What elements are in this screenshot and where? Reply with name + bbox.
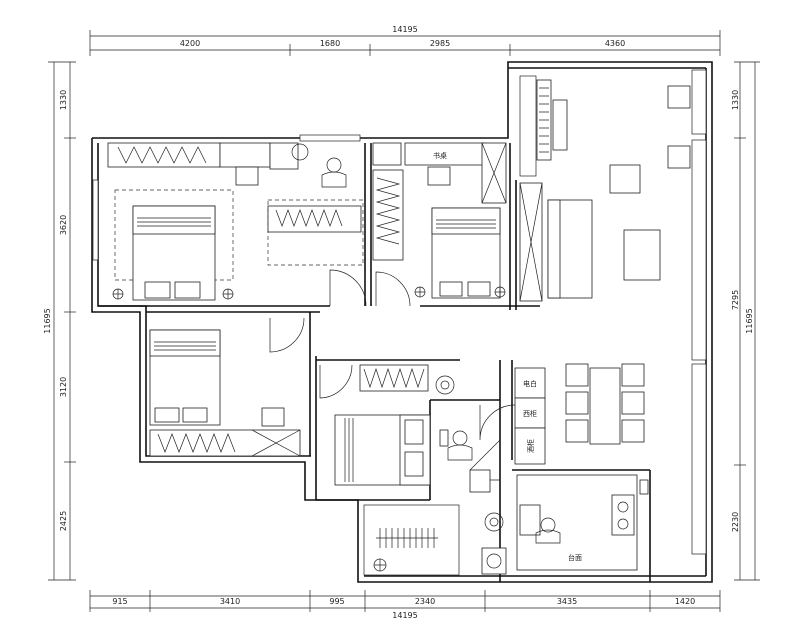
desk-label: 书桌 xyxy=(433,151,447,160)
window-left-living xyxy=(519,75,537,177)
dining-chair xyxy=(565,391,589,415)
left-dimensions: 1330 3620 3120 2425 11695 xyxy=(43,61,76,581)
right-dimension-2: 7295 xyxy=(731,290,740,310)
window-right-bottom xyxy=(691,363,707,555)
top-dimension-2: 1680 xyxy=(320,39,340,48)
cabinet-label-3: 酒柜 xyxy=(526,439,535,453)
dining-chair xyxy=(565,363,589,387)
dining-chair xyxy=(621,419,645,443)
wardrobe-3 xyxy=(149,429,301,457)
chair-icon xyxy=(235,166,259,186)
utility-area xyxy=(469,469,507,575)
sink-icon xyxy=(519,504,541,536)
living-room xyxy=(519,79,691,302)
stove-icon xyxy=(611,494,635,536)
nightstand-lamp-icon xyxy=(414,286,506,298)
kitchen: 电白 西柜 酒柜 台面 xyxy=(514,367,649,571)
bedroom-2: 书桌 xyxy=(372,142,507,299)
balcony xyxy=(373,528,438,572)
bottom-dimensions: 915 3410 995 2340 3435 1420 14195 xyxy=(89,590,721,620)
cabinet-label-2: 西柜 xyxy=(523,409,537,418)
windows xyxy=(92,69,707,555)
right-dimensions: 1330 7295 2230 11695 xyxy=(731,61,760,581)
dining-chair xyxy=(565,419,589,443)
left-dimension-3: 3120 xyxy=(59,377,68,397)
chair-icon xyxy=(667,85,691,109)
dining-area xyxy=(565,363,645,445)
washbasin-icon xyxy=(484,512,504,532)
dining-chair xyxy=(621,363,645,387)
left-dimension-1: 1330 xyxy=(59,90,68,110)
right-dimension-3: 2230 xyxy=(731,512,740,532)
bottom-dimension-3: 995 xyxy=(329,597,344,606)
cabinet-label-1: 电白 xyxy=(523,379,537,388)
counter-label: 台面 xyxy=(568,553,582,562)
person-figure-icon xyxy=(321,157,347,188)
window-right-mid xyxy=(691,139,707,361)
dining-table xyxy=(589,367,621,445)
right-overall-dimension: 11695 xyxy=(745,308,754,333)
bedroom-3 xyxy=(149,329,301,457)
toilet-icon xyxy=(291,143,309,161)
dresser xyxy=(267,205,362,233)
door-bedroom4 xyxy=(319,364,353,399)
door-bedroom1 xyxy=(329,269,367,307)
wardrobe-1 xyxy=(107,142,221,168)
top-dimensions: 14195 4200 1680 2985 4360 xyxy=(89,25,721,56)
chair-icon xyxy=(427,166,451,186)
top-dimension-1: 4200 xyxy=(180,39,200,48)
washing-machine-icon xyxy=(481,547,507,575)
washbasin-icon xyxy=(435,375,455,395)
window-right-top xyxy=(691,69,707,135)
nightstand-lamp-icon xyxy=(112,288,234,300)
top-total-dimension: 14195 xyxy=(392,25,417,34)
door-bedroom2 xyxy=(375,271,411,307)
dining-chair xyxy=(621,391,645,415)
armchair-icon xyxy=(609,164,641,194)
top-dimension-3: 2985 xyxy=(430,39,450,48)
top-dimension-4: 4360 xyxy=(605,39,625,48)
person-figure-icon xyxy=(447,430,473,461)
left-dimension-2: 3620 xyxy=(59,215,68,235)
wardrobe-2 xyxy=(372,169,404,261)
bottom-dimension-6: 1420 xyxy=(675,597,695,606)
door-bedroom3 xyxy=(269,317,305,353)
chair-icon xyxy=(667,145,691,169)
bottom-dimension-1: 915 xyxy=(112,597,127,606)
person-figure-icon xyxy=(535,517,561,544)
bottom-dimension-2: 3410 xyxy=(220,597,240,606)
bottom-total-dimension: 14195 xyxy=(392,611,417,620)
bottom-dimension-5: 3435 xyxy=(557,597,577,606)
interior-walls xyxy=(98,143,651,582)
coffee-table xyxy=(623,229,661,281)
bottom-dimension-4: 2340 xyxy=(415,597,435,606)
bedroom-4 xyxy=(334,364,455,486)
chair-icon xyxy=(261,407,285,427)
left-dimension-4: 2425 xyxy=(59,511,68,531)
door-bath xyxy=(479,404,516,441)
bedroom-1 xyxy=(107,142,364,301)
left-overall-dimension: 11695 xyxy=(43,308,52,333)
right-dimension-1: 1330 xyxy=(731,90,740,110)
doors xyxy=(269,269,516,441)
